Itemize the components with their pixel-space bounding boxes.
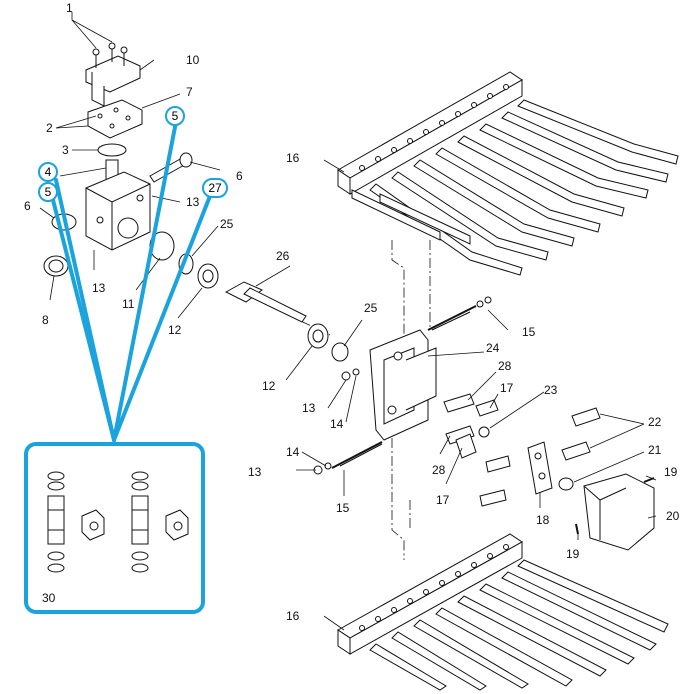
label-part-17-a: 17 bbox=[500, 381, 514, 395]
label-part-17-b: 17 bbox=[436, 493, 450, 507]
label-part-7: 7 bbox=[186, 85, 193, 99]
label-part-11: 11 bbox=[122, 297, 135, 311]
center-bracket bbox=[313, 296, 492, 475]
label-part-19-b: 19 bbox=[566, 547, 580, 561]
label-part-22: 22 bbox=[648, 415, 662, 429]
label-part-2: 2 bbox=[46, 121, 53, 135]
label-part-12-b: 12 bbox=[262, 379, 276, 393]
link-assembly bbox=[443, 393, 655, 551]
label-part-21: 21 bbox=[648, 443, 662, 457]
label-part-6-left: 6 bbox=[24, 199, 31, 213]
label-part-28-b: 28 bbox=[432, 463, 446, 477]
repair-kit-box bbox=[24, 442, 205, 614]
tine-bar-upper bbox=[337, 71, 679, 276]
label-part-19-a: 19 bbox=[664, 465, 678, 479]
label-part-14-b: 14 bbox=[286, 445, 300, 459]
label-part-26: 26 bbox=[276, 249, 290, 263]
label-part-10: 10 bbox=[186, 53, 200, 67]
label-part-15-a: 15 bbox=[522, 325, 536, 339]
shaft-assembly bbox=[224, 281, 349, 362]
label-part-20: 20 bbox=[666, 509, 680, 523]
callout-ring-4: 4 bbox=[38, 162, 58, 182]
label-part-12-a: 12 bbox=[168, 323, 182, 337]
label-part-25-a: 25 bbox=[220, 217, 234, 231]
label-part-23: 23 bbox=[544, 383, 558, 397]
label-part-6-right: 6 bbox=[236, 169, 243, 183]
motor-assembly bbox=[43, 42, 219, 289]
callout-ring-5-left: 5 bbox=[38, 182, 58, 202]
callout-ring-5-top: 5 bbox=[165, 106, 185, 126]
label-part-3: 3 bbox=[62, 143, 69, 157]
label-part-18: 18 bbox=[536, 513, 550, 527]
leader-lines bbox=[39, 12, 657, 631]
label-part-8: 8 bbox=[42, 313, 49, 327]
label-part-24: 24 bbox=[486, 341, 500, 355]
label-part-25-b: 25 bbox=[364, 301, 378, 315]
tine-bar-lower bbox=[337, 533, 669, 691]
label-part-16-lower: 16 bbox=[286, 609, 300, 623]
label-part-13-c: 13 bbox=[302, 401, 316, 415]
label-part-13-d: 13 bbox=[248, 465, 262, 479]
kit-contents bbox=[47, 471, 189, 573]
label-part-14-a: 14 bbox=[330, 417, 344, 431]
label-part-16-upper: 16 bbox=[286, 151, 300, 165]
label-part-28-a: 28 bbox=[498, 359, 512, 373]
label-part-15-b: 15 bbox=[336, 501, 350, 515]
label-part-1: 1 bbox=[66, 1, 73, 15]
callout-ring-27: 27 bbox=[202, 178, 228, 198]
label-part-13-a: 13 bbox=[186, 195, 200, 209]
label-part-13-b: 13 bbox=[92, 281, 106, 295]
callout-leaders bbox=[50, 120, 212, 442]
label-part-30: 30 bbox=[42, 591, 56, 605]
